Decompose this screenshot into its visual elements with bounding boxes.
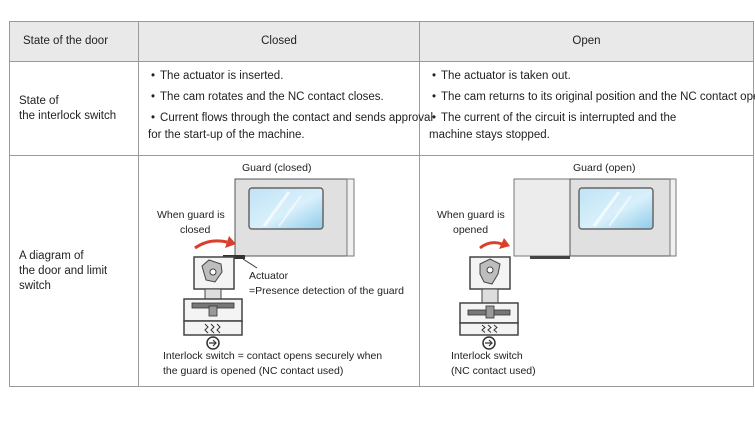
bullet: • <box>151 111 156 124</box>
guard-door-closed <box>234 178 355 257</box>
closed-point-1: •The actuator is inserted. <box>151 69 284 82</box>
open-point-3-cont: machine stays stopped. <box>429 128 550 141</box>
diagram-row: A diagram of the door and limit switch G… <box>9 155 754 387</box>
guard-door-open <box>513 178 677 259</box>
interlock-switch-open <box>459 256 519 336</box>
diagram-label: A diagram of the door and limit switch <box>9 155 139 387</box>
closed-diagram: Guard (closed) When guard is closed <box>157 162 404 377</box>
actuator-subtext: =Presence detection of the guard <box>249 285 404 297</box>
open-diagram: Guard (open) When guard is opened <box>437 162 677 377</box>
open-point-2: •The cam returns to its original positio… <box>432 90 755 103</box>
bullet: • <box>432 90 437 103</box>
closed-point-3-cont: for the start-up of the machine. <box>148 128 305 141</box>
bullet: • <box>432 69 437 82</box>
rotate-arrow-closed <box>194 239 228 250</box>
open-point-3: •The current of the circuit is interrupt… <box>432 111 677 124</box>
open-note-line2: opened <box>453 224 488 236</box>
bullet: • <box>151 90 156 103</box>
bullet: • <box>151 69 156 82</box>
closed-caption-line2: the guard is opened (NC contact used) <box>163 365 343 377</box>
closed-point-3: •Current flows through the contact and s… <box>151 111 433 124</box>
closed-caption-line1: Interlock switch = contact opens securel… <box>163 350 382 362</box>
open-caption-line1: Interlock switch <box>451 350 523 362</box>
switch-state-label-line2: the interlock switch <box>19 109 117 122</box>
open-switch-description: •The actuator is taken out. •The cam ret… <box>419 61 755 156</box>
open-caption-line2: (NC contact used) <box>451 365 536 377</box>
bullet: • <box>432 111 437 124</box>
header-row: State of the door Closed Open <box>9 21 754 62</box>
arrow-head <box>225 236 236 248</box>
comparison-table: State of the door Closed Open State of t… <box>9 21 755 387</box>
closed-diagram-cell: Guard (closed) When guard is closed <box>138 155 420 387</box>
header-closed: Closed <box>138 21 420 62</box>
guard-open-label: Guard (open) <box>573 162 635 174</box>
guard-closed-label: Guard (closed) <box>242 162 311 174</box>
header-open: Open <box>419 21 754 62</box>
closed-note-line2: closed <box>180 224 211 236</box>
diagram-label-line2: the door and limit switch <box>19 264 108 292</box>
switch-state-label: State of the interlock switch <box>9 61 139 156</box>
interlock-switch-closed <box>183 256 243 336</box>
closed-point-2: •The cam rotates and the NC contact clos… <box>151 90 384 103</box>
rotate-arrow-open <box>479 241 503 250</box>
actuator-leader-line <box>242 258 258 269</box>
diagram-label-line1: A diagram of <box>19 249 84 262</box>
header-state-of-door: State of the door <box>9 21 139 62</box>
actuator-label: Actuator <box>249 270 289 282</box>
closed-note-line1: When guard is <box>157 209 225 221</box>
open-point-1: •The actuator is taken out. <box>432 69 571 82</box>
arrow-head <box>499 238 510 249</box>
switch-state-row: State of the interlock switch •The actua… <box>9 61 755 156</box>
open-note-line1: When guard is <box>437 209 505 221</box>
closed-switch-description: •The actuator is inserted. •The cam rota… <box>138 61 433 156</box>
open-diagram-cell: Guard (open) When guard is opened <box>419 155 754 387</box>
switch-state-label-line1: State of <box>19 94 59 107</box>
